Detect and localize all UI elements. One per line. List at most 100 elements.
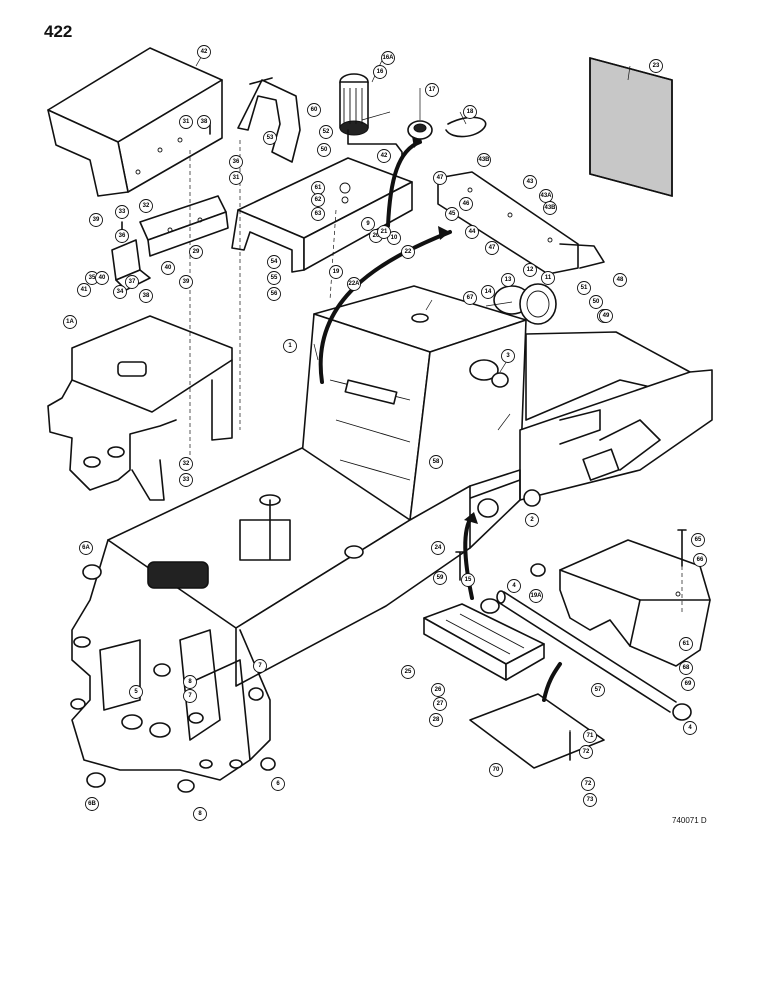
callout-1a: 1A: [63, 315, 77, 329]
callout-bubble: [197, 45, 211, 59]
callout-15: 15: [461, 573, 475, 587]
callout-73: 73: [583, 793, 597, 807]
callout-number: 23: [653, 63, 660, 69]
callout-16: 16: [373, 65, 387, 79]
callout-number: 11: [545, 275, 552, 281]
callout-59: 59: [433, 571, 447, 585]
callout-number: 14: [485, 289, 492, 295]
callout-number: 16: [377, 69, 384, 75]
callout-32b: 32: [179, 457, 193, 471]
callout-4b: 4: [683, 721, 697, 735]
callout-68: 68: [679, 661, 693, 675]
seat-cover-plate: [231, 157, 413, 273]
callout-61: 61: [311, 181, 325, 195]
callout-number: 66: [697, 557, 704, 563]
callout-number: 46: [463, 201, 470, 207]
callout-31b: 31: [229, 171, 243, 185]
callout-bubble: [95, 271, 109, 285]
callout-number: 67: [467, 295, 474, 301]
callout-number: 21: [381, 229, 388, 235]
callout-bubble: [401, 665, 415, 679]
callout-number: 52: [323, 129, 330, 135]
callout-number: 4: [512, 583, 516, 589]
callout-43: 43: [523, 175, 537, 189]
callout-44: 44: [465, 225, 479, 239]
counterweight: [559, 539, 711, 667]
callout-28: 28: [429, 713, 443, 727]
callout-number: 18: [467, 109, 474, 115]
angle-bracket: [139, 195, 229, 257]
callout-bubble: [253, 659, 267, 673]
callout-number: 61: [315, 185, 322, 191]
callout-number: 42: [381, 153, 388, 159]
callout-bubble: [311, 193, 325, 207]
callout-bubble: [433, 571, 447, 585]
callout-bubble: [433, 697, 447, 711]
callout-bubble: [77, 283, 91, 297]
callout-47b: 47: [485, 241, 499, 255]
callout-number: 9: [366, 221, 370, 227]
callout-2: 2: [525, 513, 539, 527]
callout-number: 45: [449, 211, 456, 217]
callout-number: 12: [527, 267, 534, 273]
callout-number: 32: [183, 461, 190, 467]
callout-bubble: [271, 777, 285, 791]
callout-number: 25: [405, 669, 412, 675]
callout-40b: 40: [95, 271, 109, 285]
callout-8b: 8: [183, 675, 197, 689]
callout-22a: 22A: [347, 277, 361, 291]
seal-rings: [493, 283, 557, 325]
callout-bubble: [599, 309, 613, 323]
part-callouts: 11A2344566A6B778891011121314151616A17181…: [63, 45, 707, 821]
callout-bubble: [523, 263, 537, 277]
callout-38b: 38: [139, 289, 153, 303]
callout-bubble: [317, 143, 331, 157]
callout-number: 43A: [540, 193, 552, 199]
callout-number: 38: [143, 293, 150, 299]
callout-bubble: [465, 225, 479, 239]
callout-number: 53: [267, 135, 274, 141]
callout-bubble: [477, 153, 491, 167]
callout-bubble: [197, 115, 211, 129]
callout-bubble: [79, 541, 93, 555]
callout-bubble: [183, 675, 197, 689]
callout-bubble: [139, 199, 153, 213]
callout-bubble: [113, 285, 127, 299]
callout-bubble: [679, 661, 693, 675]
callout-45: 45: [445, 207, 459, 221]
callout-31: 31: [179, 115, 193, 129]
callout-19a: 19A: [529, 589, 543, 603]
callout-bubble: [543, 201, 557, 215]
callout-bubble: [263, 131, 277, 145]
callout-bubble: [523, 175, 537, 189]
callout-9: 9: [361, 217, 375, 231]
callout-3: 3: [501, 349, 515, 363]
callout-number: 40: [99, 275, 106, 281]
callout-bubble: [229, 171, 243, 185]
callout-number: 44: [469, 229, 476, 235]
callout-bubble: [681, 677, 695, 691]
filler-cap: [407, 120, 433, 140]
callout-number: 60: [311, 107, 318, 113]
callout-bubble: [489, 763, 503, 777]
callout-bubble: [485, 241, 499, 255]
callout-bubble: [583, 793, 597, 807]
callout-bubble: [267, 255, 281, 269]
callout-bubble: [433, 171, 447, 185]
callout-number: 43B: [544, 205, 556, 211]
callout-bubble: [481, 285, 495, 299]
callout-57: 57: [591, 683, 605, 697]
callout-bubble: [179, 275, 193, 289]
callout-49: 49: [599, 309, 613, 323]
callout-12: 12: [523, 263, 537, 277]
callout-5: 5: [129, 685, 143, 699]
callout-number: 6A: [82, 545, 90, 551]
callout-number: 15: [465, 577, 472, 583]
callout-number: 17: [429, 87, 436, 93]
callout-number: 16A: [382, 55, 394, 61]
callout-bubble: [463, 291, 477, 305]
callout-number: 72: [585, 781, 592, 787]
callout-bubble: [193, 807, 207, 821]
callout-50: 50: [317, 143, 331, 157]
callout-43bb: 43B: [543, 201, 557, 215]
